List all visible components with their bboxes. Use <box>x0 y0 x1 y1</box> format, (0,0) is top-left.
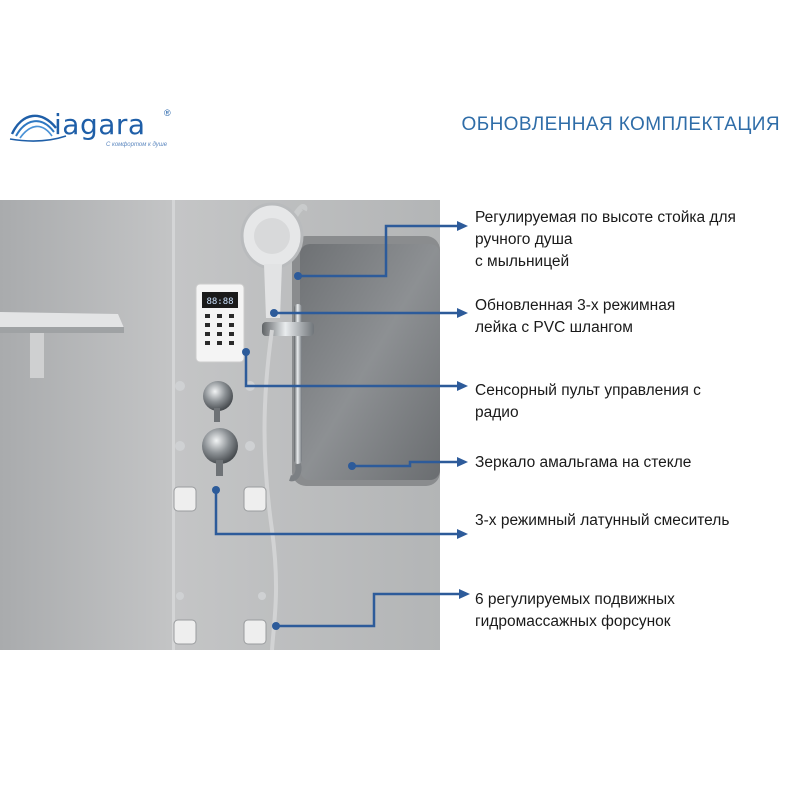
hand-shower-head <box>240 202 304 318</box>
registered-mark: ® <box>164 108 171 118</box>
shelf <box>0 312 124 378</box>
callout-height-adjustable-rail: Регулируемая по высоте стойка для ручног… <box>475 209 736 270</box>
page-title: ОБНОВЛЕННАЯ КОМПЛЕКТАЦИЯ <box>461 114 780 135</box>
panel-edge <box>172 200 175 650</box>
shower-panel-photo: 88:88 <box>0 200 440 650</box>
callout-mixer: 3-х режимный латунный смеситель <box>475 512 730 529</box>
radio-display-text: 88:88 <box>206 297 233 307</box>
callout-hand-shower: Обновленная 3-х режимная лейка с PVC шла… <box>475 297 676 336</box>
callout-mirror: Зеркало амальгама на стекле <box>475 454 692 471</box>
callout-touch-panel: Сенсорный пульт управления с радио <box>475 382 701 421</box>
mixer-knobs <box>175 381 255 476</box>
brand-name: iagara <box>54 108 146 141</box>
wave-logo-icon <box>9 114 67 142</box>
callout-massage-jets: 6 регулируемых подвижных гидромассажных … <box>475 591 675 630</box>
mirror <box>292 236 440 486</box>
control-panel: 88:88 <box>195 283 245 363</box>
brand-tagline: С комфортом к душе <box>106 142 168 148</box>
niagara-logo: iagara ® С комфортом к душе <box>8 100 188 160</box>
